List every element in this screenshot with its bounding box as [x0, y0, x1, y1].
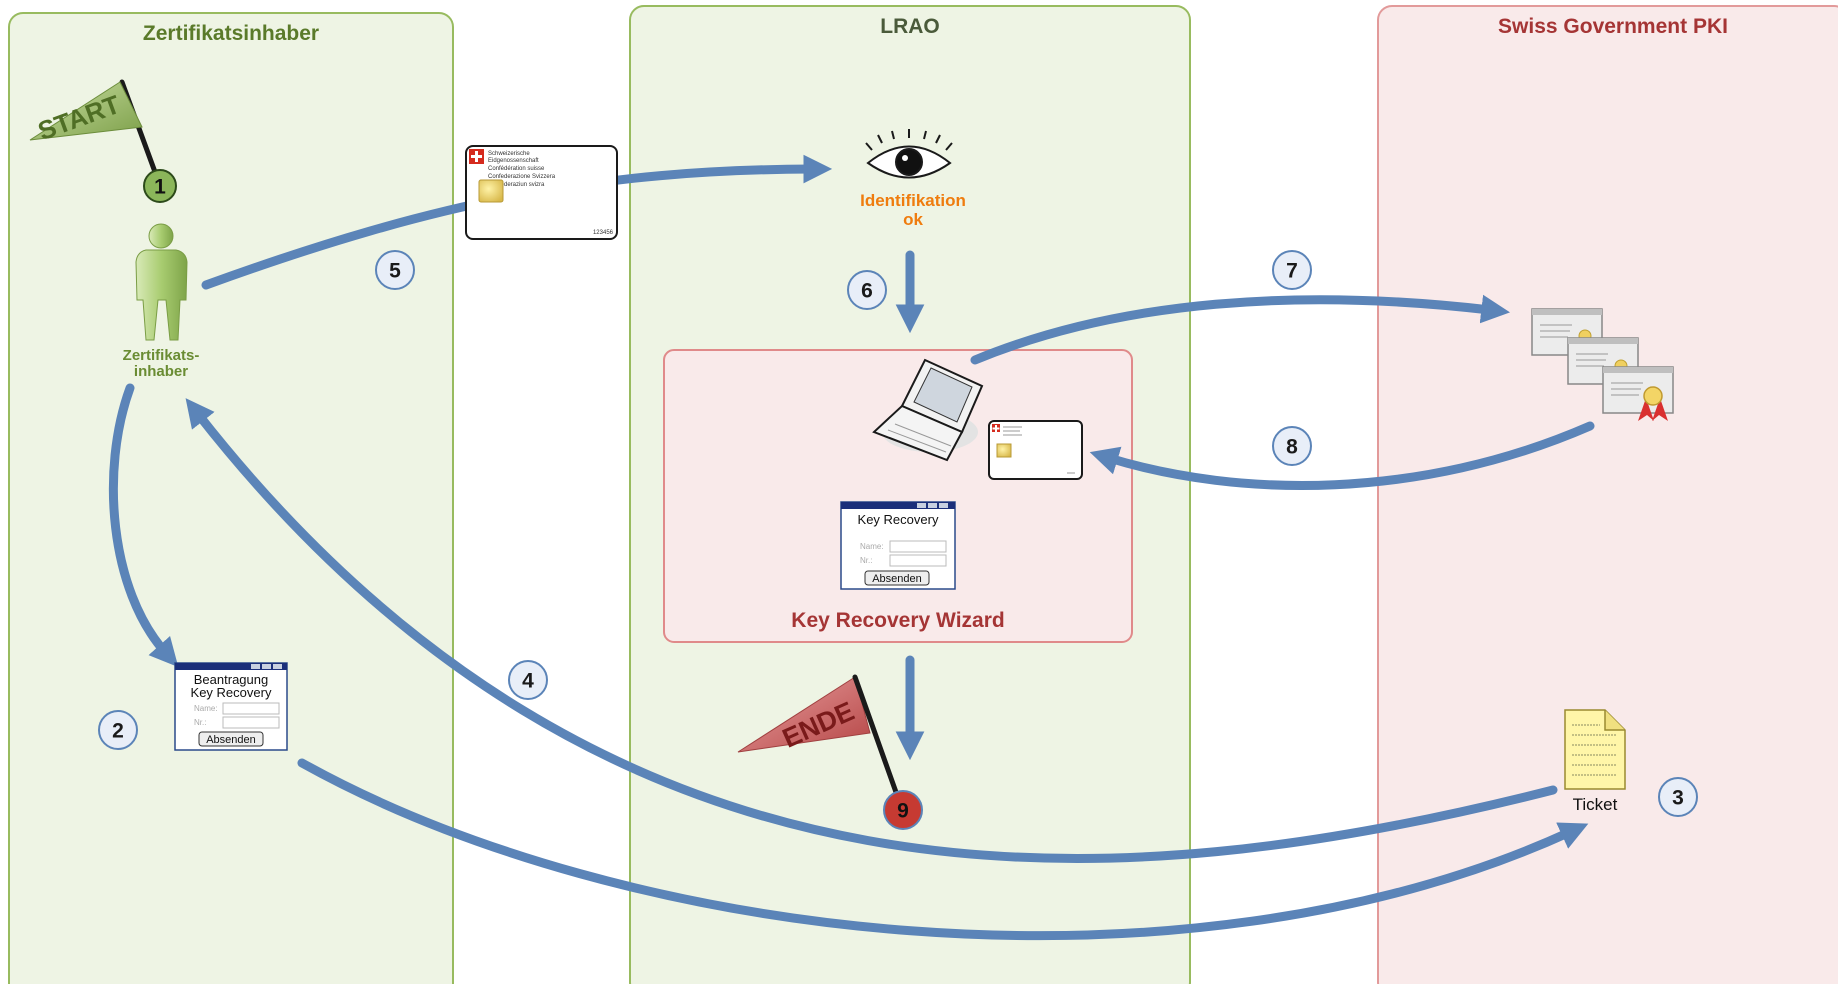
identification-line2: ok	[903, 210, 923, 229]
flow-arrows	[108, 154, 1595, 941]
lane-swiss-government-pki: Swiss Government PKI	[1377, 5, 1838, 984]
request-form-nr-input[interactable]	[222, 716, 280, 729]
step-3-badge: 3	[1658, 777, 1698, 817]
form-close-icon	[273, 664, 282, 669]
actor-label-line1: Zertifikats-	[123, 347, 200, 364]
arrow-form-to-ticket	[297, 758, 1589, 941]
arrow-certificates-to-card	[1089, 421, 1595, 491]
key-recovery-wizard-box: Key Recovery Wizard	[663, 349, 1133, 643]
card-chip-icon	[478, 179, 504, 203]
form-maximize-icon	[262, 664, 271, 669]
window-minimize-icon	[917, 503, 926, 508]
request-form-title-line2: Key Recovery	[191, 685, 272, 700]
lane-title-holder: Zertifikatsinhaber	[143, 22, 319, 45]
card-line-4: Confederazione Svizzera	[488, 174, 556, 180]
step-1-badge: 1	[143, 169, 177, 203]
request-form-window: Beantragung Key Recovery Name: Nr.: Abse…	[174, 662, 288, 751]
id-card-small-icon	[988, 420, 1083, 480]
ticket-document-icon	[1564, 709, 1626, 790]
window-close-icon	[939, 503, 948, 508]
card-line-1: Schweizerische	[488, 151, 530, 157]
arrow-laptop-to-certificates	[970, 294, 1511, 365]
step-5-number: 5	[389, 260, 401, 283]
actor-label-line2: inhaber	[134, 363, 188, 380]
form-minimize-icon	[251, 664, 260, 669]
request-submit-button[interactable]	[198, 731, 264, 747]
lane-title-lrao: LRAO	[880, 15, 940, 38]
step-9-number: 9	[897, 800, 909, 823]
step-4-number: 4	[522, 670, 534, 693]
wizard-form-name-label: Name:	[860, 542, 884, 551]
request-form-nr-label: Nr.:	[194, 718, 206, 727]
step-1-number: 1	[154, 176, 166, 199]
request-form-name-label: Name:	[194, 704, 218, 713]
swiss-id-card: Schweizerische Eidgenossenschaft Confédé…	[465, 145, 618, 240]
lane-title-pki: Swiss Government PKI	[1498, 15, 1728, 38]
card-line-5: Confederaziun svizra	[488, 182, 545, 188]
card-line-3: Confédération suisse	[488, 166, 545, 172]
window-maximize-icon	[928, 503, 937, 508]
step-4-badge: 4	[508, 660, 548, 700]
step-8-number: 8	[1286, 436, 1298, 459]
step-6-number: 6	[861, 280, 873, 303]
request-form-name-input[interactable]	[222, 702, 280, 715]
eye-icon	[865, 129, 953, 179]
step-3-number: 3	[1672, 787, 1684, 810]
step-2-number: 2	[112, 720, 124, 743]
key-recovery-window: Key Recovery Name: Nr.: Absenden	[840, 501, 956, 590]
wizard-submit-label: Absenden	[872, 573, 922, 585]
card-line-2: Eidgenossenschaft	[488, 158, 539, 164]
card-number: 123456	[593, 230, 614, 236]
wizard-form-nr-label: Nr.:	[860, 556, 872, 565]
request-submit-label: Absenden	[206, 734, 256, 746]
wizard-form-title: Key Recovery	[858, 512, 939, 527]
ticket-label: Ticket	[1573, 795, 1618, 814]
wizard-form-name-input[interactable]	[889, 540, 947, 553]
arrow-actor-to-request-form	[108, 383, 179, 668]
request-form-title-line1: Beantragung	[194, 672, 268, 687]
step-9-badge: 9	[883, 790, 923, 830]
lane-zertifikatsinhaber: Zertifikatsinhaber	[8, 12, 454, 984]
wizard-submit-button[interactable]	[864, 570, 930, 586]
step-7-badge: 7	[1272, 250, 1312, 290]
step-2-badge: 2	[98, 710, 138, 750]
step-7-number: 7	[1286, 260, 1298, 283]
step-5-badge: 5	[375, 250, 415, 290]
certificate-holder-person-icon	[135, 223, 188, 341]
wizard-form-nr-input[interactable]	[889, 554, 947, 567]
identification-line1: Identifikation	[860, 191, 966, 210]
certificates-icon	[1531, 308, 1674, 421]
laptop-icon	[872, 358, 984, 462]
step-8-badge: 8	[1272, 426, 1312, 466]
wizard-title: Key Recovery Wizard	[791, 609, 1004, 632]
step-6-badge: 6	[847, 270, 887, 310]
arrow-ticket-to-actor	[185, 398, 1558, 863]
